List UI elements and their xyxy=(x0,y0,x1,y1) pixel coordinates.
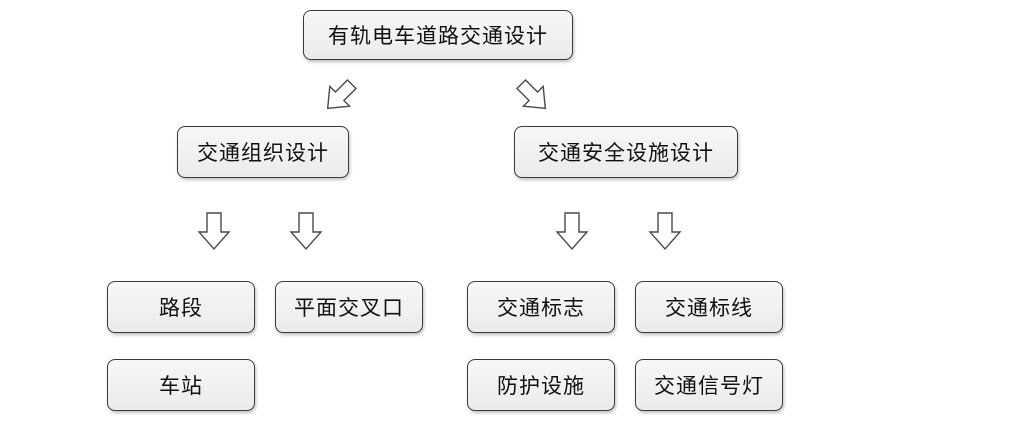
road-section-label: 路段 xyxy=(159,296,203,320)
station-node: 车站 xyxy=(107,359,255,411)
arrow-down-icon xyxy=(289,212,323,251)
root-node: 有轨电车道路交通设计 xyxy=(303,10,573,60)
protective-facilities-label: 防护设施 xyxy=(497,374,585,398)
arrow-down-icon xyxy=(197,212,231,251)
arrow-down-right-icon xyxy=(516,79,547,110)
traffic-organization-node: 交通组织设计 xyxy=(177,126,349,178)
traffic-marking-label: 交通标线 xyxy=(665,296,753,320)
safety-facilities-label: 交通安全设施设计 xyxy=(538,141,714,165)
traffic-signal-label: 交通信号灯 xyxy=(654,374,764,398)
arrow-down-icon xyxy=(555,212,589,251)
traffic-marking-node: 交通标线 xyxy=(635,281,783,333)
station-label: 车站 xyxy=(159,374,203,398)
safety-facilities-node: 交通安全设施设计 xyxy=(514,126,738,178)
traffic-sign-label: 交通标志 xyxy=(497,296,585,320)
intersection-label: 平面交叉口 xyxy=(294,296,404,320)
road-section-node: 路段 xyxy=(107,281,255,333)
arrow-down-left-icon xyxy=(326,79,357,110)
root-label: 有轨电车道路交通设计 xyxy=(328,24,548,48)
intersection-node: 平面交叉口 xyxy=(275,281,423,333)
traffic-organization-label: 交通组织设计 xyxy=(197,141,329,165)
arrow-down-icon xyxy=(648,212,682,251)
protective-facilities-node: 防护设施 xyxy=(467,359,615,411)
traffic-sign-node: 交通标志 xyxy=(467,281,615,333)
traffic-signal-node: 交通信号灯 xyxy=(635,359,783,411)
